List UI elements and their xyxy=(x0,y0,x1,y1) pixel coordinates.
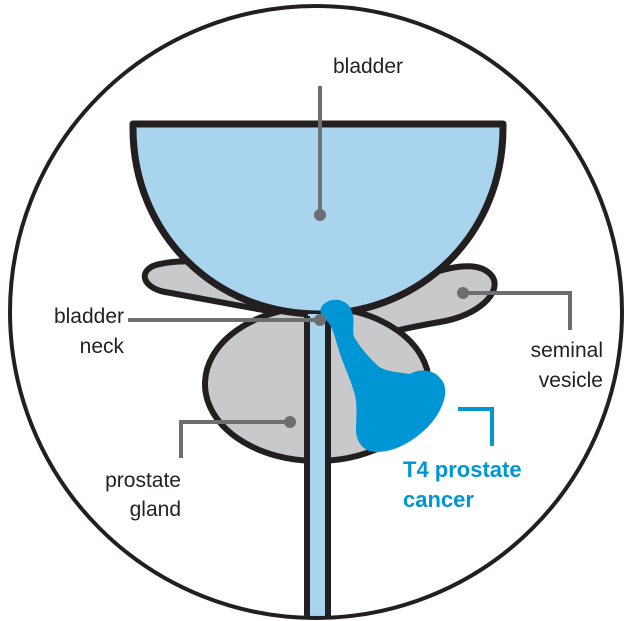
urethra xyxy=(308,314,327,621)
label-bladder-neck-line2: neck xyxy=(80,335,125,358)
prostate-leader-dot xyxy=(284,416,296,428)
label-seminal-line2: vesicle xyxy=(539,369,603,392)
label-seminal-line1: seminal xyxy=(531,339,603,362)
label-prostate-line1: prostate xyxy=(105,469,181,492)
bladder-neck-leader-dot xyxy=(314,314,326,326)
label-bladder: bladder xyxy=(333,55,403,78)
label-prostate-line2: gland xyxy=(130,498,181,521)
bladder-leader-dot xyxy=(314,209,326,221)
tumor-leader xyxy=(458,409,492,446)
label-tumor-line1: T4 prostate xyxy=(403,457,522,482)
label-bladder-neck-line1: bladder xyxy=(54,305,124,328)
seminal-vesicle-leader-dot xyxy=(457,287,469,299)
label-tumor-line2: cancer xyxy=(403,487,474,512)
